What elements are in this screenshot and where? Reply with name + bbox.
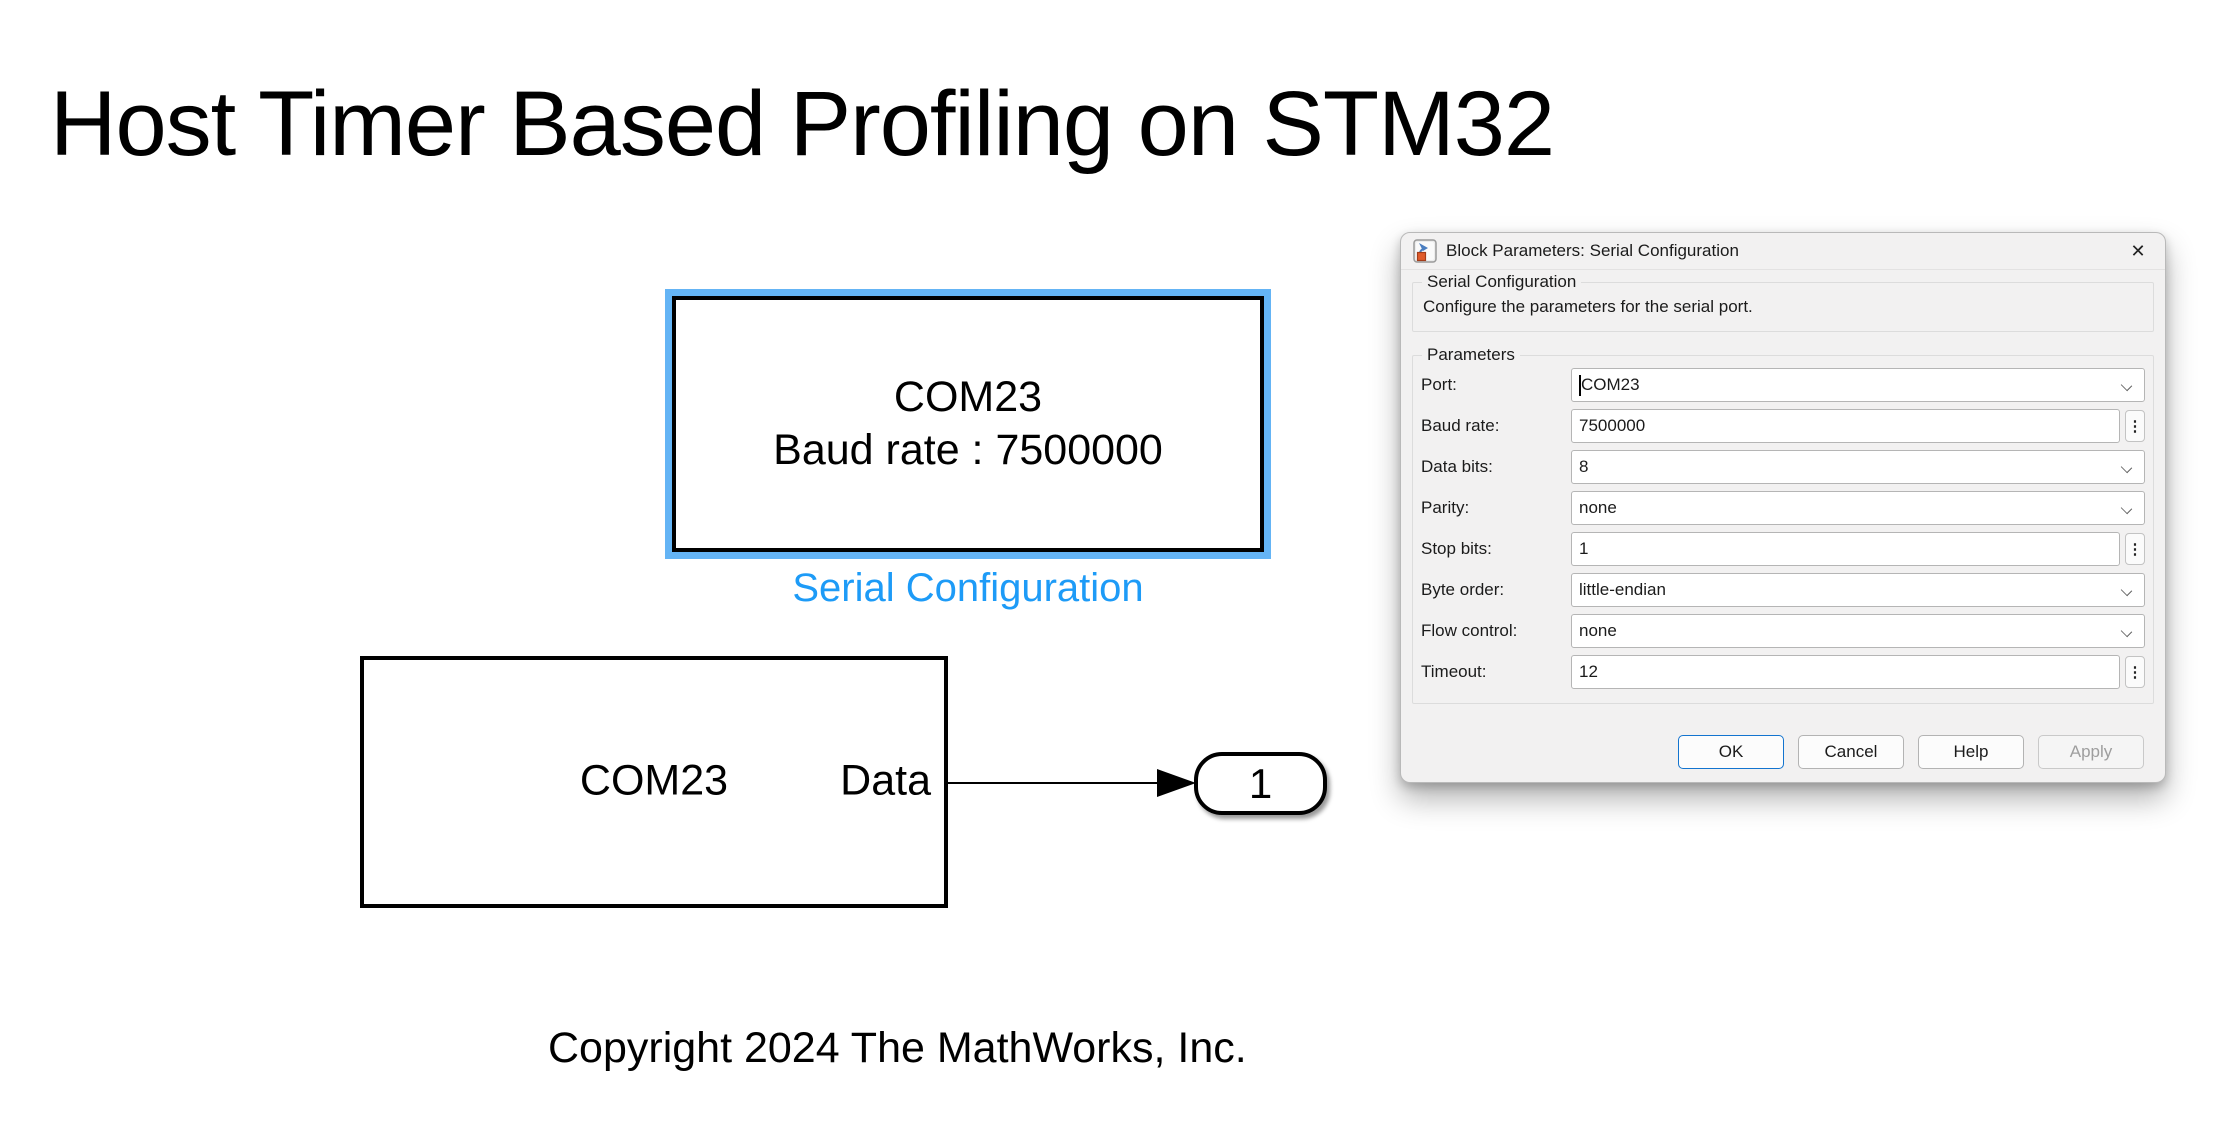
close-icon[interactable]: ✕ [2130,240,2146,261]
serial-configuration-group-legend: Serial Configuration [1427,272,1577,291]
stop-bits-input[interactable]: 1 [1571,532,2120,566]
data-bits-combobox[interactable]: 8 [1571,450,2145,484]
baud-rate-row: Baud rate: 7500000 ⋮ [1421,409,2145,443]
timeout-row: Timeout: 12 ⋮ [1421,655,2145,689]
stop-bits-more-icon[interactable]: ⋮ [2125,533,2145,565]
dialog-title: Block Parameters: Serial Configuration [1446,241,1739,260]
parity-label: Parity: [1421,498,1470,517]
byte-order-value: little-endian [1579,580,1666,599]
ok-button[interactable]: OK [1678,735,1784,769]
receive-block-name: COM23 [579,756,729,805]
baud-rate-label: Baud rate: [1421,416,1500,435]
config-block-line2: Baud rate : 7500000 [773,426,1163,474]
simulink-block-icon [1413,239,1437,263]
timeout-more-icon[interactable]: ⋮ [2125,656,2145,688]
flow-control-label: Flow control: [1421,621,1518,640]
stop-bits-label: Stop bits: [1421,539,1492,558]
port-combobox[interactable]: COM23 [1571,368,2145,402]
serial-configuration-block-label[interactable]: Serial Configuration [792,566,1144,610]
data-bits-label: Data bits: [1421,457,1493,476]
chevron-down-icon [2120,379,2133,392]
baud-rate-more-icon[interactable]: ⋮ [2125,410,2145,442]
flow-control-combobox[interactable]: none [1571,614,2145,648]
serial-receive-block[interactable]: COM23 Data [360,656,948,908]
chevron-down-icon [2120,461,2133,474]
stop-bits-row: Stop bits: 1 ⋮ [1421,532,2145,566]
parity-row: Parity: none [1421,491,2145,525]
signal-arrowhead-icon [1157,769,1196,797]
block-parameters-dialog: Block Parameters: Serial Configuration ✕… [1400,232,2166,783]
dialog-button-row: OK Cancel Help Apply [1412,735,2154,782]
text-caret [1579,374,1581,396]
cancel-button[interactable]: Cancel [1798,735,1904,769]
parameters-group-legend: Parameters [1427,345,1515,364]
dialog-titlebar[interactable]: Block Parameters: Serial Configuration ✕ [1401,233,2165,270]
port-row: Port: COM23 [1421,368,2145,402]
flow-control-row: Flow control: none [1421,614,2145,648]
stop-bits-value: 1 [1579,539,1589,558]
baud-rate-value: 7500000 [1579,416,1646,435]
byte-order-label: Byte order: [1421,580,1505,599]
config-block-line1: COM23 [893,372,1043,421]
data-bits-row: Data bits: 8 [1421,450,2145,484]
parity-combobox[interactable]: none [1571,491,2145,525]
flow-control-value: none [1579,621,1617,640]
byte-order-row: Byte order: little-endian [1421,573,2145,607]
byte-order-combobox[interactable]: little-endian [1571,573,2145,607]
chevron-down-icon [2120,584,2133,597]
port-value: COM23 [1581,375,1640,394]
help-button[interactable]: Help [1918,735,2024,769]
data-bits-value: 8 [1579,457,1589,476]
model-title: Host Timer Based Profiling on STM32 [50,73,1555,175]
chevron-down-icon [2120,502,2133,515]
parity-value: none [1579,498,1617,517]
parameters-group: Parameters Port: COM23 Baud rate: 750000… [1412,345,2154,704]
port-label: Port: [1421,375,1457,394]
copyright-annotation: Copyright 2024 The MathWorks, Inc. [548,1024,1247,1072]
apply-button: Apply [2038,735,2144,769]
serial-configuration-block[interactable]: COM23 Baud rate : 7500000 [665,289,1271,559]
timeout-input[interactable]: 12 [1571,655,2120,689]
signal-wire [946,782,1160,784]
receive-block-data-port-label: Data [840,756,931,805]
baud-rate-input[interactable]: 7500000 [1571,409,2120,443]
chevron-down-icon [2120,625,2133,638]
outport-number: 1 [1248,759,1273,807]
timeout-label: Timeout: [1421,662,1487,681]
timeout-value: 12 [1579,662,1598,681]
serial-configuration-group: Serial Configuration Configure the param… [1412,272,2154,332]
outport-block-1[interactable]: 1 [1194,752,1327,815]
dialog-description: Configure the parameters for the serial … [1423,297,1753,316]
